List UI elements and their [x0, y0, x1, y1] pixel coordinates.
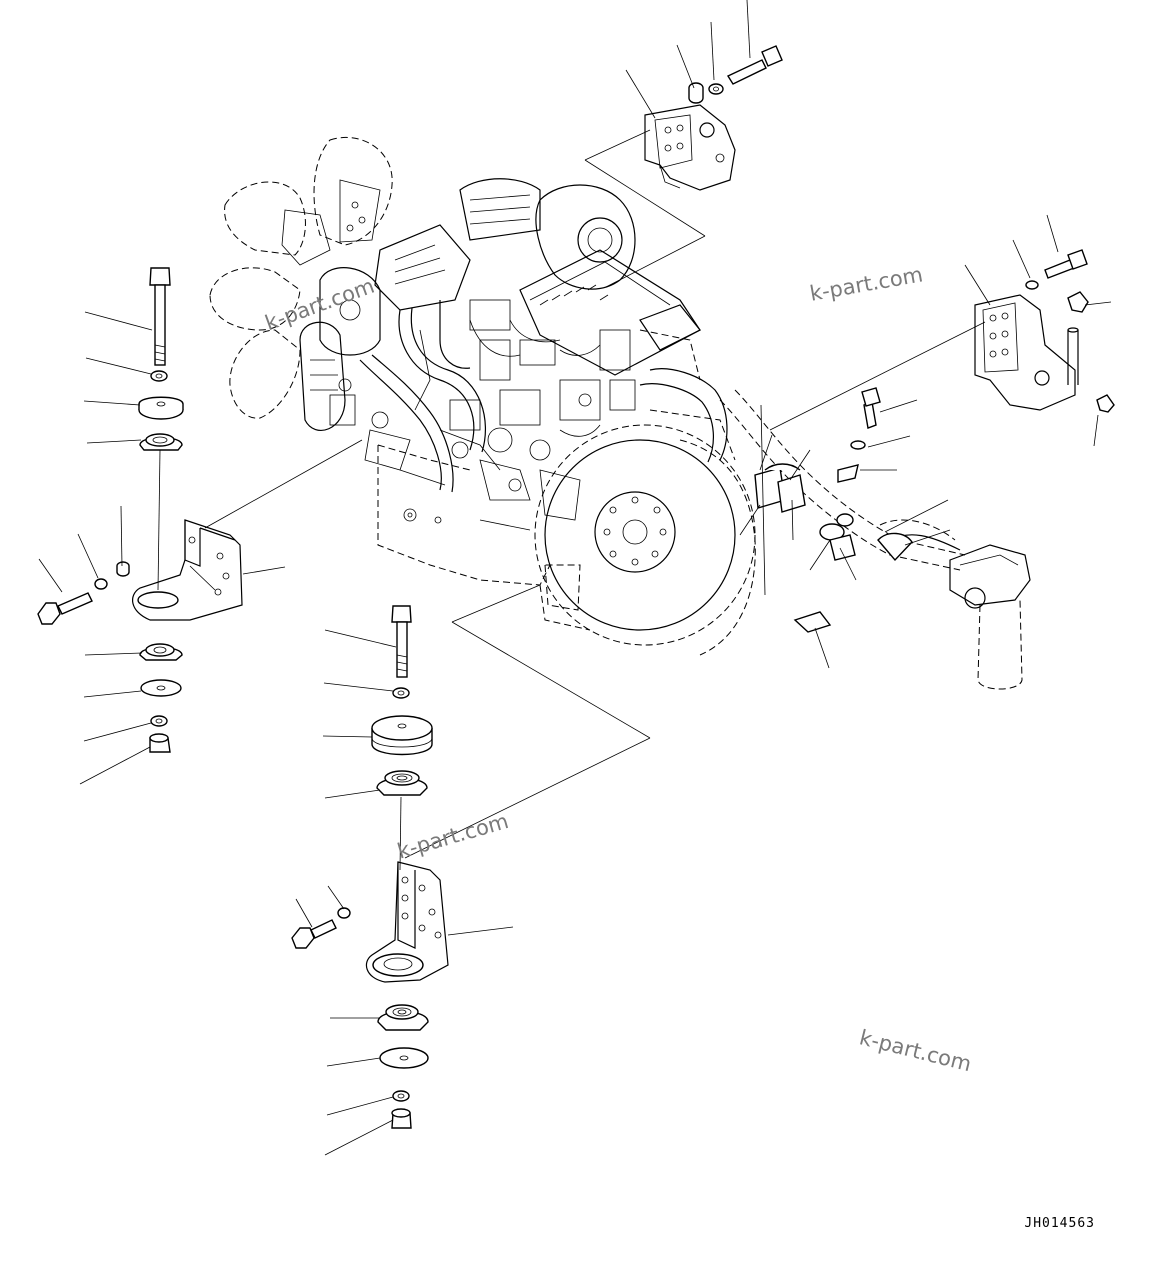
right-bracket-group	[719, 214, 1115, 690]
washer-icon	[337, 907, 351, 919]
bolt-icon	[391, 605, 412, 678]
center-mount-group	[291, 584, 651, 1156]
rubber-mount-icon	[138, 396, 184, 420]
hose-clamp-icon	[793, 611, 832, 633]
bolt-icon	[861, 387, 881, 429]
mounting-bracket-icon	[132, 519, 243, 621]
left-mount-group	[37, 267, 363, 785]
washer-icon	[850, 440, 866, 450]
washer-icon	[150, 370, 168, 382]
hose-clamp-icon	[819, 513, 856, 561]
rubber-mount-icon	[376, 770, 428, 796]
filter-icon	[949, 544, 1031, 690]
nut-icon	[149, 733, 171, 753]
hose-clamp-icon	[837, 464, 859, 483]
rubber-mount-icon	[139, 433, 183, 451]
washer-icon	[140, 679, 182, 697]
spacer-icon	[116, 561, 130, 577]
bolt-icon	[149, 267, 171, 366]
mounting-bracket-icon	[365, 861, 449, 983]
nut-icon	[1096, 394, 1115, 413]
mounting-bracket-icon	[644, 104, 736, 191]
washer-icon	[392, 687, 410, 699]
flywheel	[534, 424, 756, 656]
drawing-code: JH014563	[1024, 1216, 1095, 1231]
bolt-icon	[1044, 249, 1088, 279]
rubber-mount-icon	[377, 1004, 429, 1031]
engine-assembly-icon	[209, 136, 756, 656]
bolt-icon	[726, 45, 783, 85]
nut-icon	[391, 1108, 412, 1129]
mounting-bracket-icon	[974, 294, 1076, 411]
washer-icon	[392, 1090, 410, 1102]
washer-icon	[94, 578, 108, 590]
bolt-icon	[37, 592, 93, 625]
rubber-mount-icon	[371, 715, 433, 756]
washer-icon	[379, 1047, 429, 1069]
cooling-fan	[209, 136, 393, 419]
washer-icon	[1025, 280, 1039, 290]
rubber-mount-icon	[139, 643, 183, 661]
washer-icon	[150, 715, 168, 727]
spacer-icon	[688, 82, 704, 104]
bolt-icon	[291, 919, 337, 949]
washer-icon	[708, 83, 724, 95]
nut-icon	[1067, 291, 1089, 313]
upper-bracket-group	[584, 0, 783, 288]
